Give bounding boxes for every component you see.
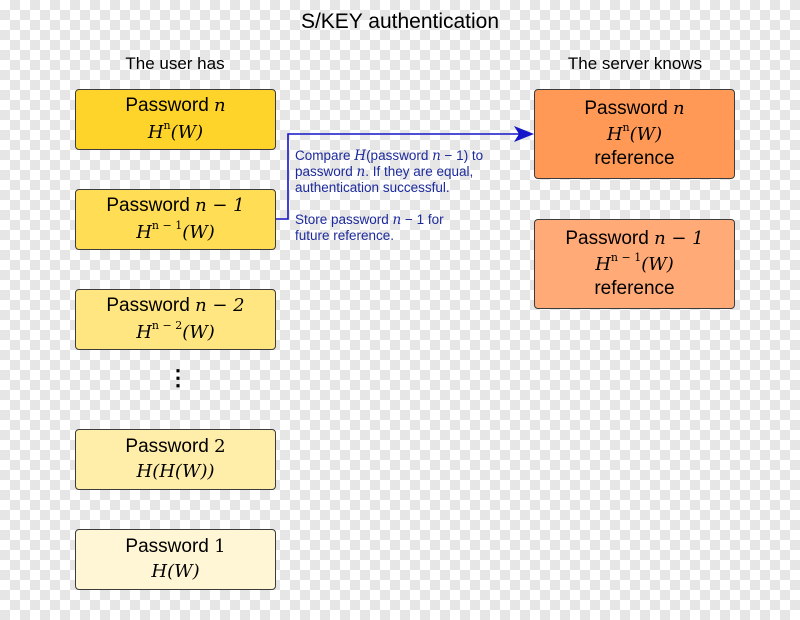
hash-exponent: n − 2	[151, 319, 183, 333]
note-text: Store password	[295, 212, 393, 227]
box-label: Password	[584, 97, 668, 119]
hash-exponent: n	[622, 121, 630, 135]
hash-exponent: n − 1	[151, 219, 183, 233]
box-label: Password	[106, 195, 190, 217]
user-column-heading: The user has	[125, 54, 225, 73]
box-number: 2	[214, 436, 226, 458]
note-var: n	[432, 148, 441, 164]
note-text: authentication successful.	[295, 180, 450, 195]
hash-notation: Hn(W)	[606, 121, 663, 146]
note-text: Compare	[295, 148, 355, 163]
user-password-n-minus-1-box: Password n − 1 Hn − 1(W)	[75, 189, 276, 250]
box-label: Password	[106, 295, 190, 317]
hash-notation: Hn − 2(W)	[136, 319, 215, 344]
box-label: Password	[565, 227, 649, 249]
user-password-n-minus-2-box: Password n − 2 Hn − 2(W)	[75, 289, 276, 350]
server-password-n-minus-1-reference-box: Password n − 1 Hn − 1(W) reference	[534, 219, 735, 309]
diagram-title: S/KEY authentication	[300, 10, 500, 33]
user-password-n-box: Password n Hn(W)	[75, 89, 276, 150]
hash-notation: Hn − 1(W)	[136, 219, 215, 244]
box-index: n − 2	[195, 295, 245, 317]
hash-exponent: n	[163, 119, 171, 133]
hash-notation: H(W)	[151, 561, 200, 583]
box-index: n − 1	[654, 227, 704, 249]
note-var: n	[356, 164, 366, 180]
hash-notation: H(H(W))	[136, 461, 215, 483]
connector-line	[276, 133, 520, 220]
box-index: n	[214, 95, 226, 117]
note-text: password	[295, 164, 357, 179]
note-text: − 1) to	[440, 148, 484, 163]
store-note: Store password n − 1 for future referenc…	[295, 212, 444, 244]
hash-notation: Hn − 1(W)	[595, 251, 674, 276]
note-text: future reference.	[295, 228, 395, 243]
connector-arrowhead	[514, 126, 534, 142]
compare-note: Compare H(password n − 1) to password n.…	[295, 148, 483, 196]
hash-notation: Hn(W)	[147, 119, 204, 144]
server-password-n-reference-box: Password n Hn(W) reference	[534, 89, 735, 179]
box-number: 1	[214, 536, 226, 558]
server-column-heading: The server knows	[567, 54, 703, 73]
note-text: (password	[366, 148, 433, 163]
box-label: Password	[125, 95, 209, 117]
box-index: n − 1	[195, 195, 245, 217]
reference-label: reference	[594, 277, 675, 299]
note-text: . If they are equal,	[365, 164, 474, 179]
user-password-2-box: Password 2 H(H(W))	[75, 429, 276, 490]
user-password-1-box: Password 1 H(W)	[75, 529, 276, 590]
box-label: Password	[125, 436, 209, 458]
note-var: n	[392, 212, 402, 228]
note-var: H	[354, 148, 367, 164]
note-text: − 1 for	[401, 212, 444, 227]
box-index: n	[673, 97, 685, 119]
reference-label: reference	[594, 147, 675, 169]
hash-exponent: n − 1	[610, 251, 642, 265]
box-label: Password	[125, 536, 209, 558]
